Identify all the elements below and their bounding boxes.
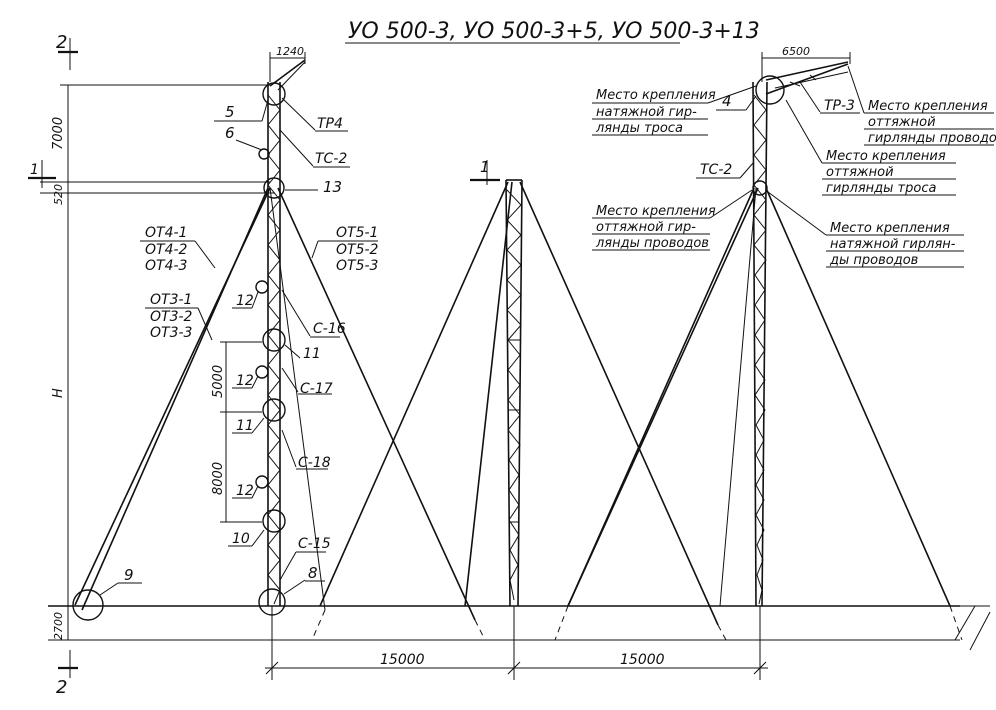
label-c17: С-17 — [300, 381, 333, 397]
note3-line2: оттяжной — [826, 165, 894, 180]
note3-line3: гирлянды троса — [826, 181, 936, 196]
node-12a-circle — [255, 280, 269, 294]
label-13: 13 — [323, 178, 342, 196]
right-tower — [554, 61, 963, 641]
node-4-circle — [755, 75, 785, 105]
label-c16: С-16 — [313, 321, 346, 337]
note5-line1: Место крепления — [830, 221, 950, 236]
dim-7000: 7000 — [51, 117, 66, 150]
note3-line1: Место крепления — [826, 149, 946, 164]
label-ot5-3: ОТ5-3 — [336, 258, 378, 274]
dim-520: 520 — [52, 184, 65, 205]
node-11a-circle — [262, 328, 286, 352]
note5-line2: натяжной гирлян- — [830, 237, 956, 252]
dim-1240: 1240 — [276, 45, 304, 58]
node-11b-circle — [262, 398, 286, 422]
label-8: 8 — [308, 564, 318, 582]
section-2-bottom-label: 2 — [56, 677, 67, 698]
label-tc2-right: ТС-2 — [700, 162, 732, 178]
section-1-left-label: 1 — [30, 162, 39, 178]
label-ot5-1: ОТ5-1 — [336, 225, 378, 241]
node-13-circle — [263, 177, 285, 199]
label-ot3-2: ОТ3-2 — [150, 309, 193, 325]
label-12b: 12 — [236, 373, 254, 389]
label-ot4-1: ОТ4-1 — [145, 225, 187, 241]
note4-line3: лянды проводов — [595, 236, 709, 251]
section-1-mid-label: 1 — [480, 158, 490, 176]
label-11b: 11 — [236, 418, 254, 434]
label-ot4-3: ОТ4-3 — [145, 258, 187, 274]
label-9: 9 — [124, 566, 134, 584]
break-line-2 — [969, 611, 991, 651]
dim-span-right: 15000 — [620, 652, 665, 668]
note4-line1: Место крепления — [596, 204, 716, 219]
node-9-circle — [72, 589, 104, 621]
node-top-circle — [262, 82, 286, 106]
node-6-circle — [258, 148, 270, 160]
label-tr4: ТР4 — [317, 116, 343, 132]
label-tc2-left: ТС-2 — [315, 151, 347, 167]
label-ot4-2: ОТ4-2 — [145, 242, 188, 258]
label-ot5-2: ОТ5-2 — [336, 242, 379, 258]
middle-tower — [319, 179, 727, 641]
break-line-1 — [954, 605, 976, 641]
note1-line1: Место крепления — [596, 88, 716, 103]
note1-line2: натяжной гир- — [596, 105, 697, 120]
dim-span-left: 15000 — [380, 652, 425, 668]
dim-8000: 8000 — [211, 462, 226, 495]
dim-6500: 6500 — [782, 45, 810, 58]
node-10-circle — [262, 509, 286, 533]
note2-line3: гирлянды проводов — [868, 131, 996, 146]
label-10: 10 — [232, 531, 250, 547]
label-11a: 11 — [303, 346, 321, 362]
label-c18: С-18 — [298, 455, 331, 471]
section-2-top-label: 2 — [56, 32, 67, 53]
note2-line1: Место крепления — [868, 99, 988, 114]
dim-h: H — [51, 388, 66, 398]
label-4: 4 — [722, 92, 732, 110]
node-right-13-circle — [752, 180, 768, 196]
dim-2700: 2700 — [52, 612, 65, 640]
note5-line3: ды проводов — [829, 253, 918, 268]
label-ot3-3: ОТ3-3 — [150, 325, 192, 341]
label-5: 5 — [225, 103, 235, 121]
drawing-title: УО 500-3, УО 500-3+5, УО 500-3+13 — [348, 19, 760, 44]
label-6: 6 — [225, 124, 235, 142]
dim-5000: 5000 — [211, 365, 226, 398]
note4-line2: оттяжной гир- — [596, 220, 696, 235]
label-tr3: ТР-3 — [824, 98, 855, 114]
note1-line3: лянды троса — [595, 121, 683, 136]
node-12c-circle — [255, 475, 269, 489]
label-12a: 12 — [236, 293, 254, 309]
node-12b-circle — [255, 365, 269, 379]
label-12c: 12 — [236, 483, 254, 499]
note2-line2: оттяжной — [868, 115, 936, 130]
label-c15: С-15 — [298, 536, 331, 552]
label-ot3-1: ОТ3-1 — [150, 292, 192, 308]
